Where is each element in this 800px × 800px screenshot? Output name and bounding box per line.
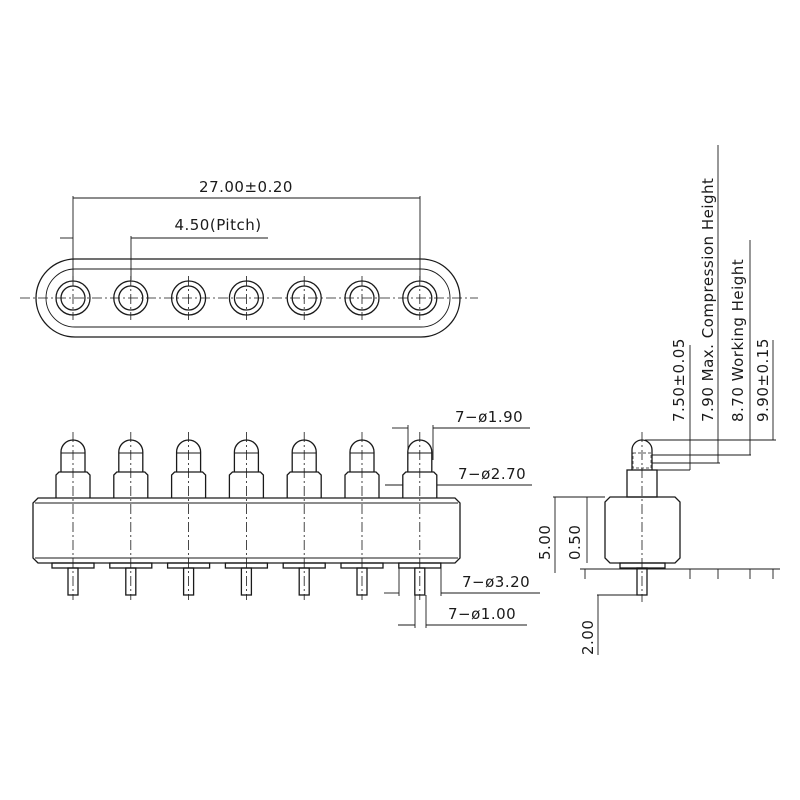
front-view: 7−ø1.90 7−ø2.70 7−ø3.20 7−ø1.00 <box>32 408 540 628</box>
housing-body <box>32 497 461 564</box>
dim-overall-length: 27.00±0.20 <box>199 178 293 196</box>
dim-plunger-diameter: 7−ø1.90 <box>455 408 523 426</box>
dim-max-compression-height: 7.90 Max. Compression Height <box>699 178 717 422</box>
dim-working-height: 8.70 Working Height <box>729 259 747 422</box>
dim-tail-length: 2.00 <box>579 620 597 655</box>
dim-flange-height: 0.50 <box>566 525 584 560</box>
side-view: 7.50±0.05 7.90 Max. Compression Height 8… <box>536 145 780 655</box>
dim-barrel-height: 7.50±0.05 <box>670 338 688 422</box>
dim-free-height: 9.90±0.15 <box>754 338 772 422</box>
top-view: 27.00±0.20 4.50(Pitch) <box>20 178 478 338</box>
dim-tail-diameter: 7−ø1.00 <box>448 605 516 623</box>
housing-side <box>604 496 681 564</box>
dim-barrel-diameter: 7−ø2.70 <box>458 465 526 483</box>
dim-body-height: 5.00 <box>536 525 554 560</box>
flange-side <box>619 562 666 569</box>
dim-pitch: 4.50(Pitch) <box>174 216 261 234</box>
dim-flange-diameter: 7−ø3.20 <box>462 573 530 591</box>
